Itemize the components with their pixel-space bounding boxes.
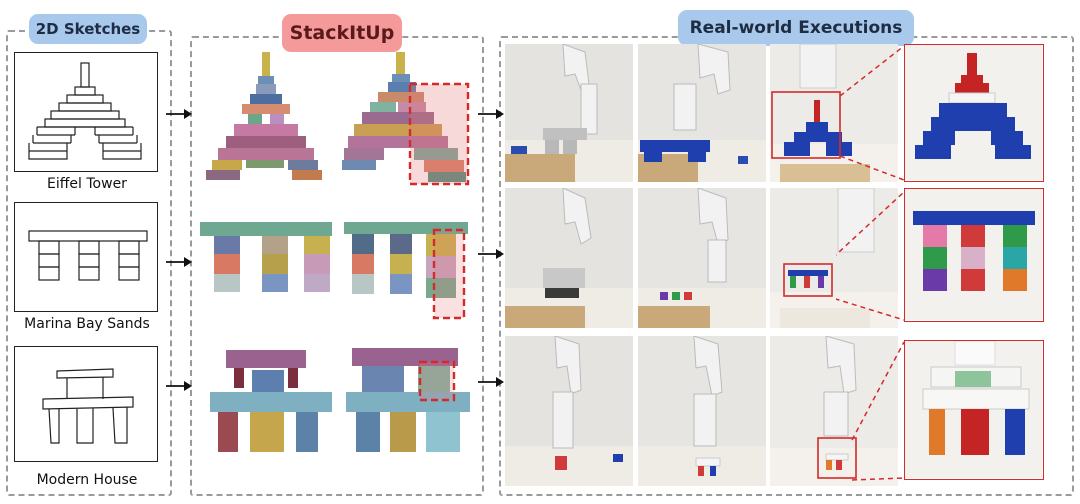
house-sketch-drawing <box>42 368 134 444</box>
house-sketch <box>14 346 158 462</box>
execution-zoom-eiffel <box>904 44 1044 182</box>
arrow-right-icon <box>166 109 192 119</box>
execution-photo-house-2 <box>638 336 766 486</box>
arrow-right-icon <box>478 109 504 119</box>
execution-zoom-house <box>904 340 1044 480</box>
arrow-right-icon <box>478 377 504 387</box>
house-front-render <box>210 350 332 452</box>
eiffel-sketch-drawing <box>28 62 142 160</box>
highlight-box <box>418 360 456 402</box>
arrow-right-icon <box>166 257 192 267</box>
marina-sketch <box>14 202 158 312</box>
execution-zoom-marina <box>904 188 1044 322</box>
execution-photo-house-3 <box>770 336 898 486</box>
executions-label: Real-world Executions <box>678 10 914 46</box>
stackitup-label: StackItUp <box>282 14 402 52</box>
arrow-right-icon <box>166 381 192 391</box>
execution-photo-eiffel-1 <box>505 44 633 182</box>
tower-side-render <box>342 52 470 186</box>
highlight-box <box>408 82 470 186</box>
execution-photo-marina-2 <box>638 188 766 328</box>
execution-photo-eiffel-2 <box>638 44 766 182</box>
marina-side-render <box>344 222 468 320</box>
execution-photo-house-1 <box>505 336 633 486</box>
highlight-box <box>432 228 466 320</box>
zoom-connector-lines <box>836 45 905 481</box>
marina-front-render <box>200 222 332 292</box>
house-side-render <box>346 348 470 452</box>
execution-photo-marina-1 <box>505 188 633 328</box>
eiffel-caption: Eiffel Tower <box>47 176 127 192</box>
marina-sketch-drawing <box>28 230 148 281</box>
execution-photo-eiffel-3 <box>770 44 898 182</box>
eiffel-sketch <box>14 52 158 172</box>
execution-photo-marina-3 <box>770 188 898 328</box>
zoom-source-box <box>771 91 841 159</box>
sketches-label: 2D Sketches <box>29 14 147 44</box>
zoom-source-box <box>783 263 833 297</box>
arrow-right-icon <box>478 249 504 259</box>
tower-front-render <box>206 52 322 180</box>
marina-caption: Marina Bay Sands <box>24 316 150 332</box>
house-caption: Modern House <box>36 472 138 488</box>
zoom-source-box <box>817 437 857 479</box>
